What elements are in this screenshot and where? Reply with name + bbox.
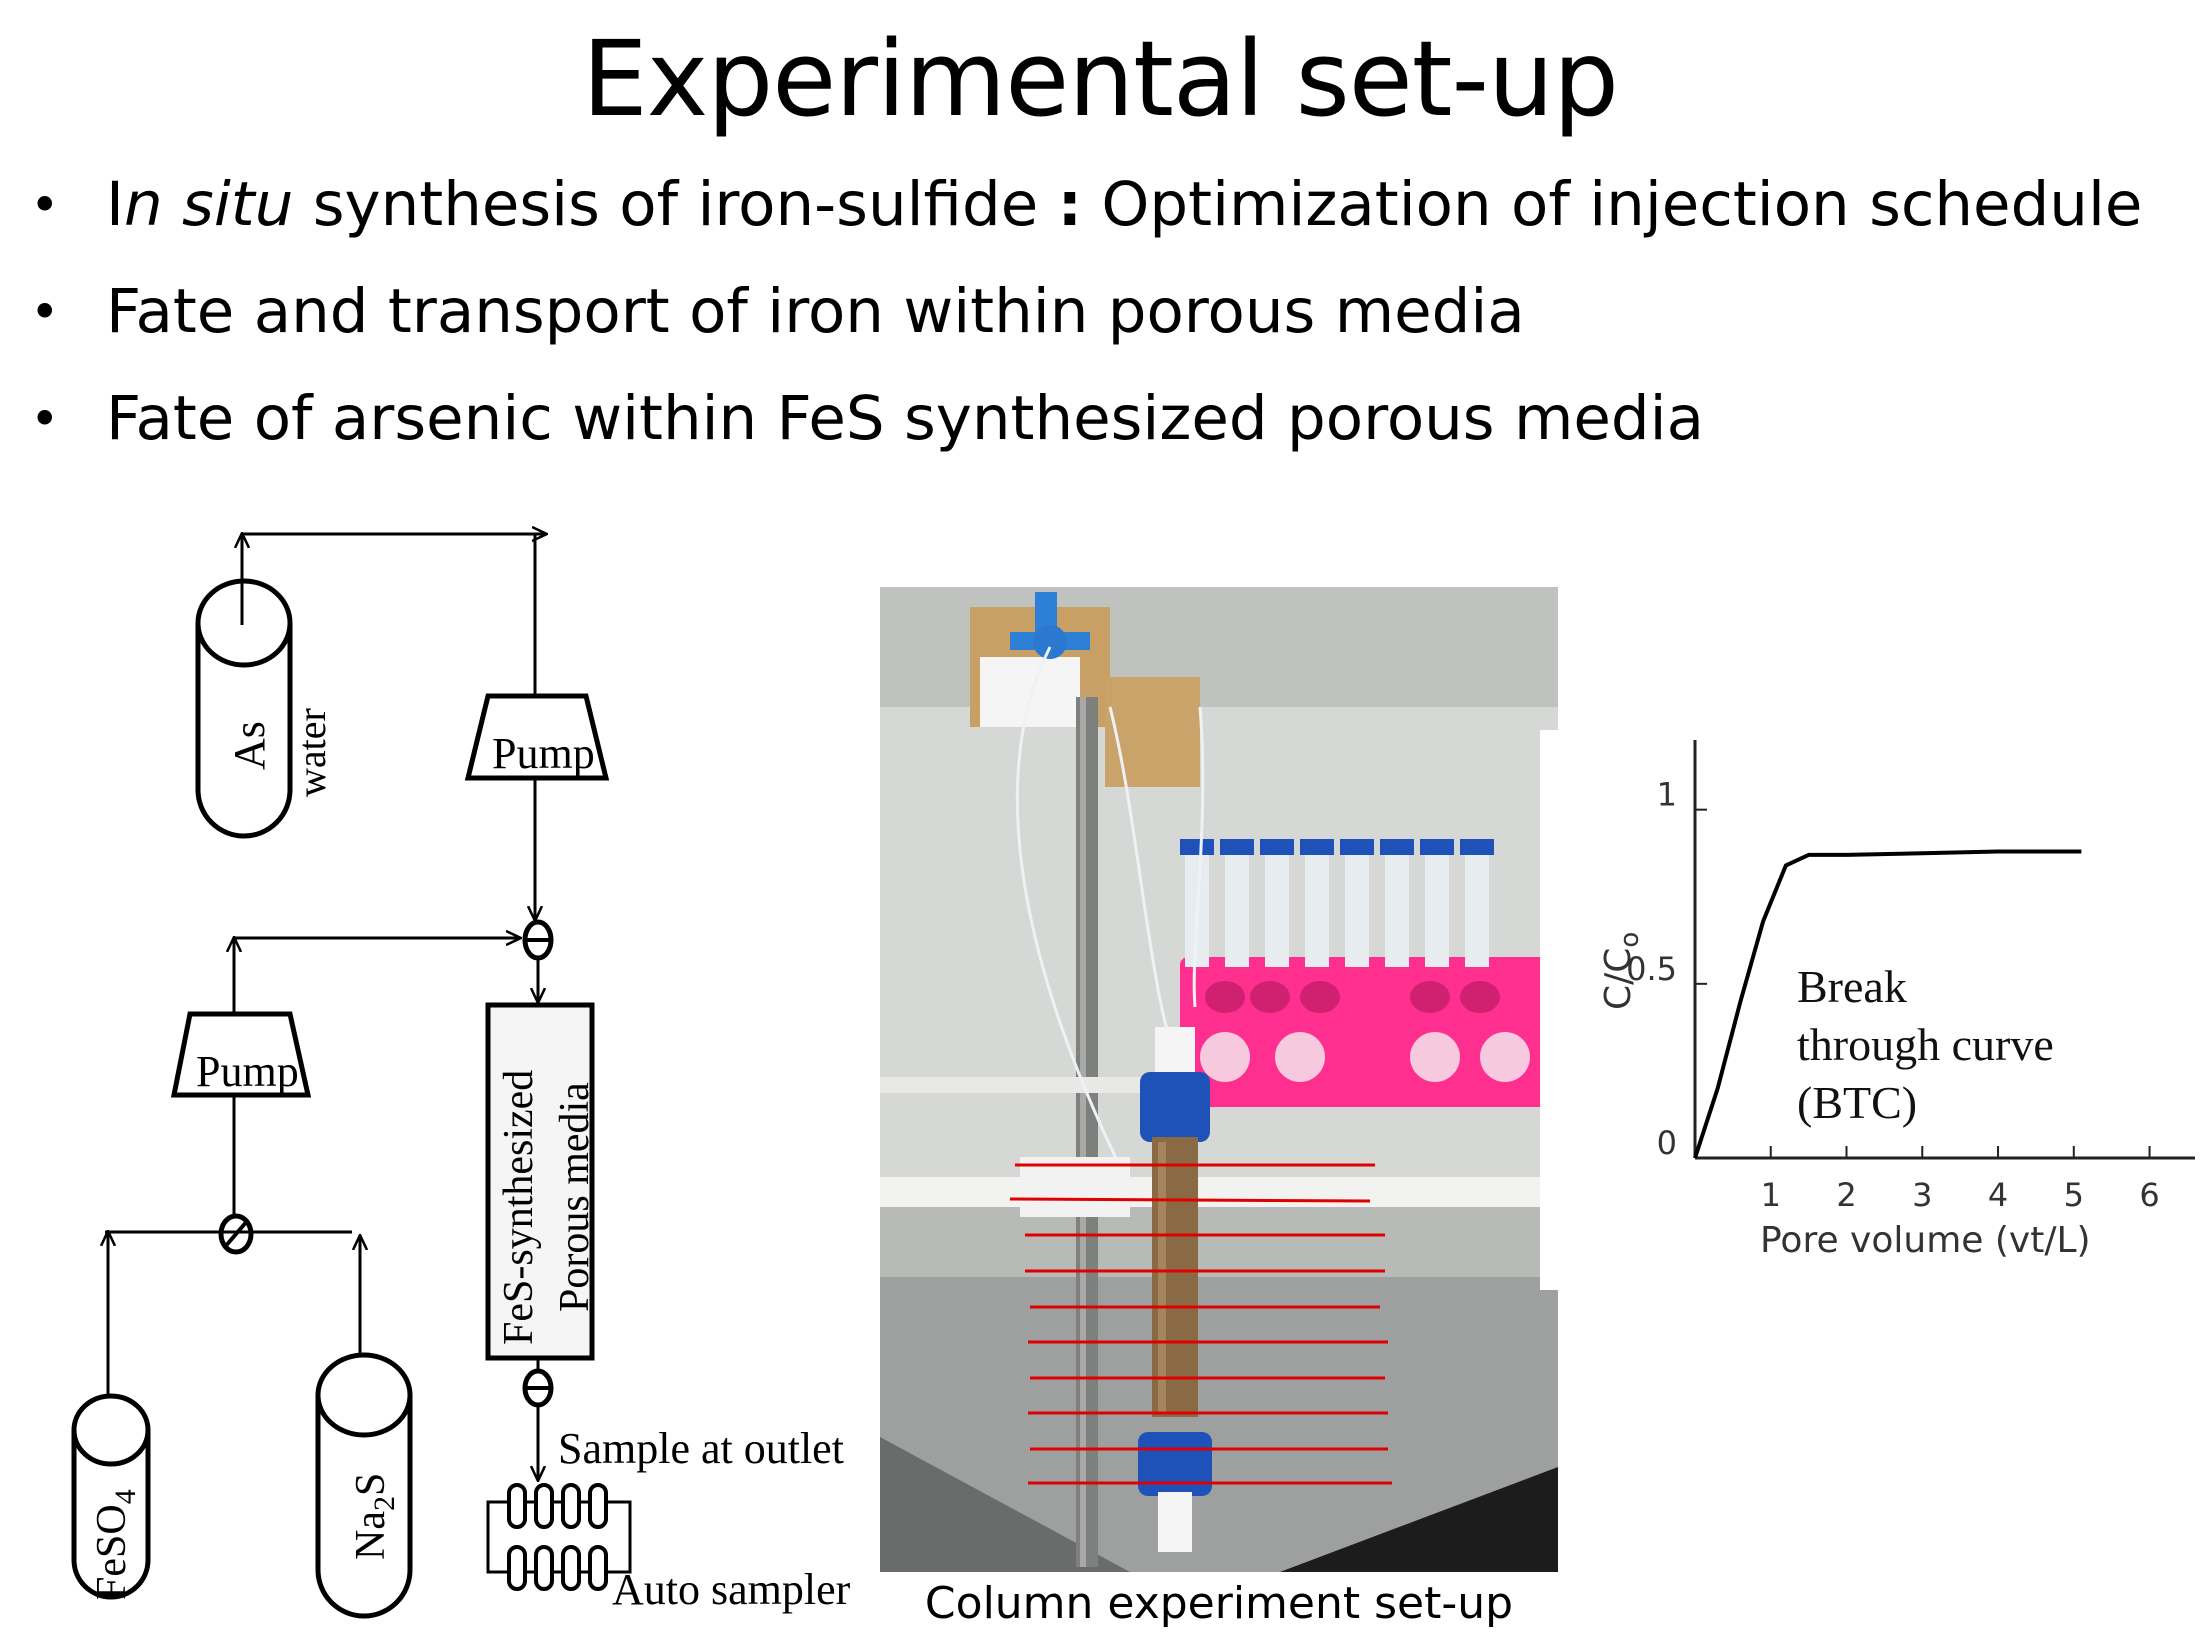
slide-title: Experimental set-up — [582, 18, 1619, 140]
btc-annotation-1: Break — [1797, 961, 1907, 1012]
feso4-subscript: 4 — [109, 1489, 142, 1504]
bullet-text-part: I — [106, 169, 124, 240]
bullet-text-part: Optimization of injection schedule — [1082, 169, 2143, 240]
btc-series — [1693, 849, 2082, 1159]
column-photo — [880, 587, 1558, 1572]
btc-x-tick-label: 2 — [1836, 1176, 1856, 1214]
column-label-1: FeS-synthesized — [496, 1070, 542, 1345]
na2s-label-group: Na2S — [348, 1473, 401, 1560]
bullet-text-part: synthesis of iron-sulfide — [293, 169, 1058, 240]
na2s-subscript: 2 — [368, 1496, 401, 1511]
feso4-tank: FeSO4 — [71, 1393, 151, 1600]
auto-sampler-label: Auto sampler — [612, 1565, 851, 1614]
bullet-text-bold: : — [1057, 169, 1083, 240]
column-label-2: Porous media — [552, 1082, 598, 1312]
btc-annotation-2: through curve — [1797, 1019, 2054, 1070]
water-label: water — [289, 708, 334, 797]
btc-x-tick-label: 6 — [2139, 1176, 2159, 1214]
sample-at-outlet-label: Sample at outlet — [558, 1424, 844, 1473]
pump-left-label: Pump — [196, 1047, 299, 1096]
feso4-label-group: FeSO4 — [89, 1489, 142, 1600]
valve-handle-icon — [1010, 592, 1090, 659]
bullet-text: Fate and transport of iron within porous… — [106, 276, 1525, 347]
btc-x-tick-label: 5 — [2064, 1176, 2084, 1214]
bullet-list: • In situ synthesis of iron-sulfide : Op… — [20, 168, 2142, 489]
bullet-dot-icon: • — [30, 176, 60, 234]
btc-ylabel-text: C/C — [1598, 948, 1639, 1010]
mixing-valve-icon — [522, 919, 554, 961]
btc-xlabel: Pore volume (vt/L) — [1760, 1220, 2091, 1261]
btc-x-tick-label: 3 — [1912, 1176, 1932, 1214]
bullet-text: Fate of arsenic within FeS synthesized p… — [106, 383, 1704, 454]
auto-sampler — [486, 1483, 632, 1591]
btc-annotation-3: (BTC) — [1797, 1077, 1917, 1128]
bullet-dot-icon: • — [30, 390, 60, 448]
porous-media-column: FeS-synthesized Porous media — [485, 1002, 598, 1361]
pump-top-label: Pump — [492, 729, 595, 778]
feso4-label: FeSO — [89, 1504, 135, 1600]
feed-valve-icon — [218, 1213, 254, 1255]
photo-caption: Column experiment set-up — [924, 1578, 1514, 1629]
btc-ylabel: C/Co — [1598, 932, 1645, 1010]
btc-y-tick-label: 1 — [1657, 776, 1677, 814]
as-tank-label: As — [225, 721, 274, 770]
btc-x-tick-label: 4 — [1988, 1176, 2008, 1214]
btc-y-tick-label: 0 — [1657, 1124, 1677, 1162]
btc-curve-line — [1693, 849, 2082, 1159]
pump-left: Pump — [170, 1011, 312, 1098]
na2s-tank: Na2S — [315, 1352, 413, 1619]
process-schematic: As water Pump Pump — [71, 500, 851, 1619]
btc-x-tick-label: 1 — [1761, 1176, 1781, 1214]
outlet-valve-icon — [522, 1368, 554, 1408]
bullet-dot-icon: • — [30, 283, 60, 341]
bullet-item: • In situ synthesis of iron-sulfide : Op… — [20, 168, 2142, 275]
tube-rack — [1180, 957, 1558, 1107]
na2s-label-b: S — [348, 1473, 394, 1496]
sample-tubes — [1180, 839, 1494, 967]
pump-top: Pump — [464, 693, 610, 781]
bullet-item: • Fate and transport of iron within poro… — [20, 275, 2142, 382]
red-sampling-lines — [1009, 1163, 1392, 1485]
as-water-tank: As water — [195, 578, 334, 839]
btc-chart: 1 2 3 4 5 6 0 0.5 1 C/Co Pore volume (vt/L) Brea… — [1540, 730, 2200, 1290]
bullet-text-italic: n situ — [124, 169, 294, 240]
btc-ticks: 1 2 3 4 5 6 0 0.5 1 — [1626, 776, 2160, 1214]
bullet-item: • Fate of arsenic within FeS synthesized… — [20, 382, 2142, 489]
btc-ylabel-sub: o — [1615, 932, 1645, 948]
btc-y-tick-label: 0.5 — [1626, 950, 1677, 988]
na2s-label-a: Na — [348, 1511, 394, 1560]
